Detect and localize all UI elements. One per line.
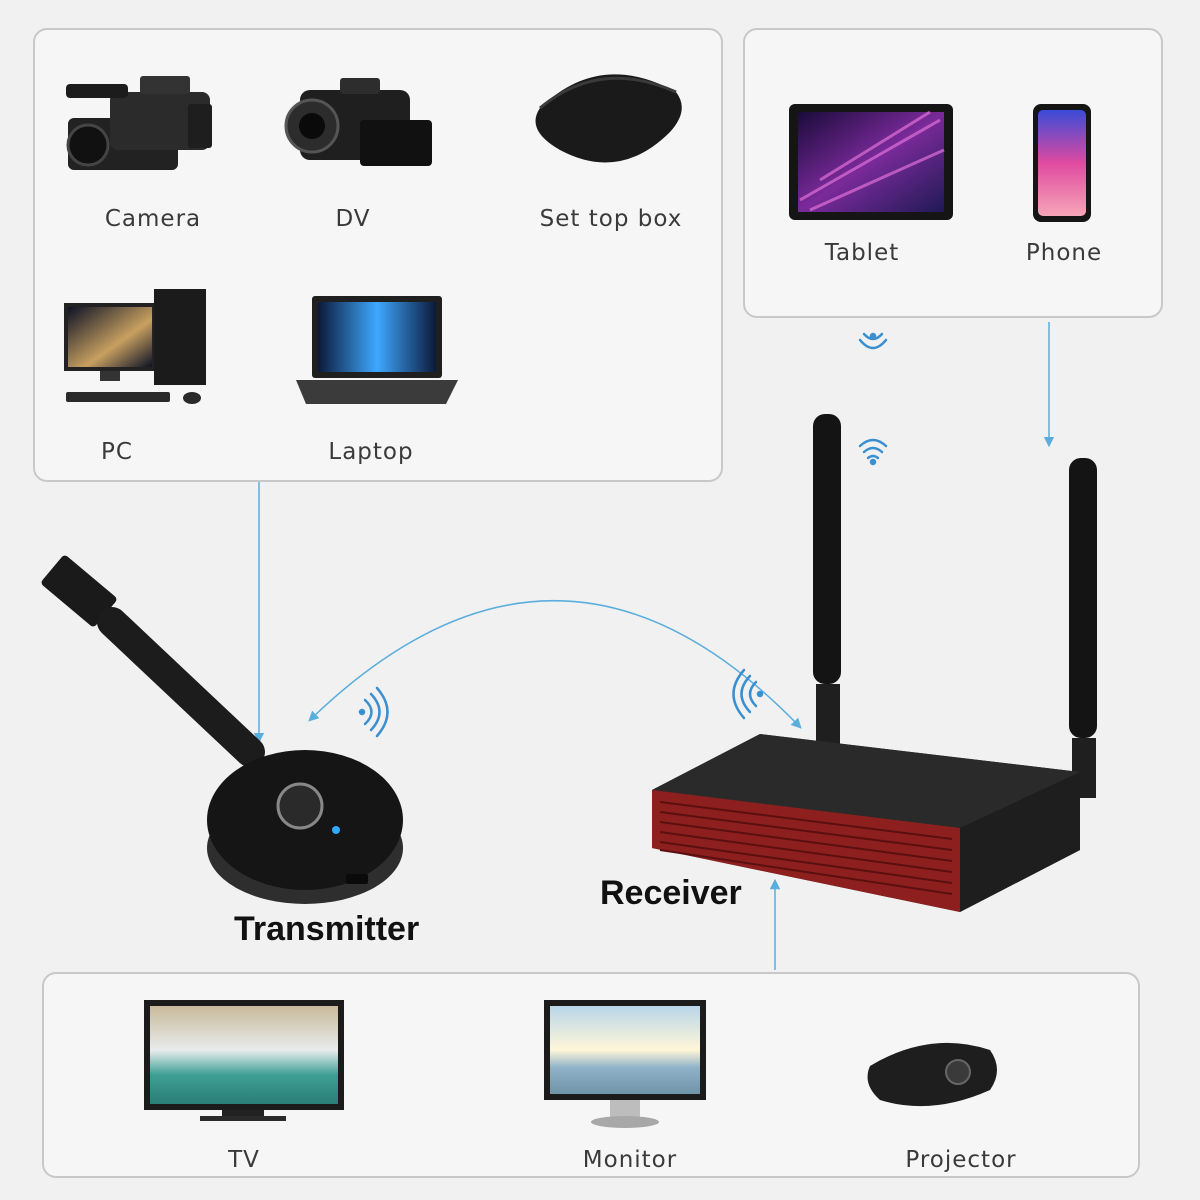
- handycam-icon: [284, 78, 432, 166]
- set-top-box-label: Set top box: [539, 206, 683, 232]
- monitor-icon: [544, 1000, 706, 1128]
- signal-waves-icon: [358, 686, 389, 738]
- phone-label: Phone: [1025, 240, 1103, 266]
- tablet-icon: [789, 104, 953, 220]
- laptop-icon: [296, 296, 458, 404]
- signal-waves-icon: [732, 668, 764, 720]
- receiver-device: [652, 414, 1097, 912]
- receiver-label: Receiver: [600, 874, 742, 912]
- transmitter-label: Transmitter: [234, 910, 420, 948]
- camcorder-icon: [66, 76, 212, 170]
- desktop-pc-icon: [64, 289, 206, 404]
- dv-label: DV: [335, 206, 371, 232]
- connection-arrows: [253, 322, 1055, 970]
- phone-icon: [1033, 104, 1091, 222]
- camera-label: Camera: [104, 206, 202, 232]
- pc-label: PC: [101, 439, 133, 465]
- signal-waves-icon: [858, 332, 888, 350]
- monitor-label: Monitor: [582, 1147, 678, 1173]
- projector-icon: [867, 1042, 997, 1107]
- transmitter-device: [41, 555, 403, 904]
- wifi-icon: [858, 438, 888, 466]
- tv-label: TV: [228, 1147, 260, 1173]
- tv-icon: [144, 1000, 344, 1121]
- laptop-label: Laptop: [328, 439, 414, 465]
- projector-label: Projector: [905, 1147, 1017, 1173]
- tablet-label: Tablet: [824, 240, 900, 266]
- set-top-box-icon: [535, 74, 682, 163]
